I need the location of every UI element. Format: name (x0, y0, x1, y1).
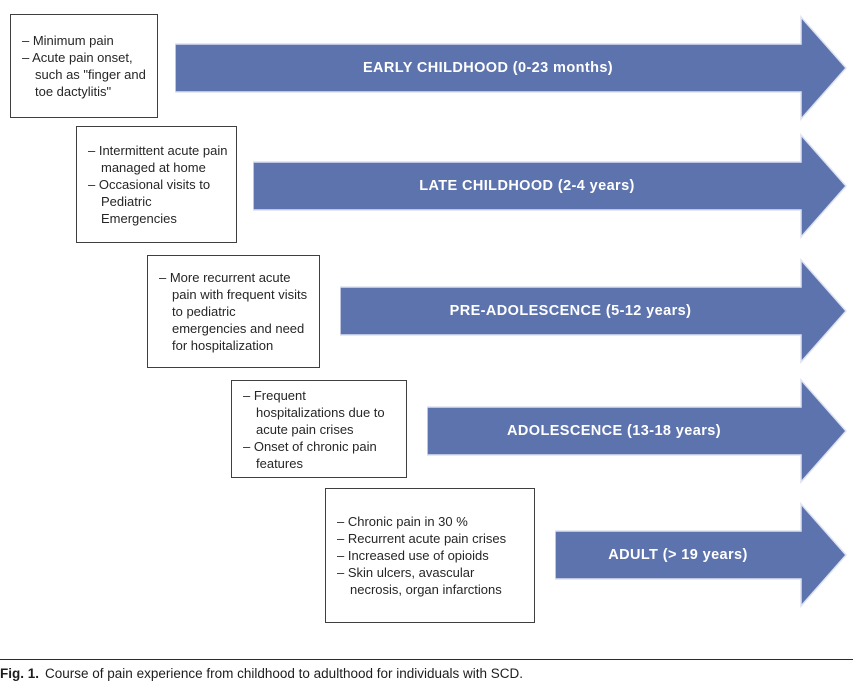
note-item: – Frequent hospitalizations due to acute… (243, 387, 385, 437)
right-arrow-icon (340, 258, 848, 364)
note-item: – Increased use of opioids (337, 548, 489, 563)
note-item: – Intermittent acute pain managed at hom… (88, 143, 228, 175)
figure-number: Fig. 1. (0, 666, 40, 681)
stage-arrow-early-childhood: EARLY CHILDHOOD (0-23 months) (175, 15, 848, 121)
stage-label: ADULT (> 19 years) (608, 547, 748, 563)
figure-caption: Fig. 1. Course of pain experience from ch… (0, 659, 853, 682)
note-box-early-childhood: – Minimum pain – Acute pain onset, such a… (10, 14, 158, 118)
right-arrow-icon (253, 133, 848, 239)
note-item: – Onset of chronic pain features (243, 438, 377, 471)
note-item: – Recurrent acute pain crises (337, 531, 507, 546)
note-item: – Minimum pain (22, 33, 114, 48)
stage-arrow-late-childhood: LATE CHILDHOOD (2-4 years) (253, 133, 848, 239)
stage-label: EARLY CHILDHOOD (0-23 months) (362, 60, 614, 76)
stage-label: LATE CHILDHOOD (2-4 years) (419, 178, 635, 194)
stage-arrow-adult: ADULT (> 19 years) (555, 502, 848, 608)
stage-arrow-pre-adolescence: PRE-ADOLESCENCE (5-12 years) (340, 258, 848, 364)
right-arrow-icon (555, 502, 848, 608)
note-item: – Skin ulcers, avascular necrosis, organ… (337, 565, 502, 597)
note-box-adult: – Chronic pain in 30 % – Recurrent acute … (325, 488, 535, 623)
stage-label: PRE-ADOLESCENCE (5-12 years) (449, 303, 692, 319)
note-item: – Acute pain onset, such as "finger and … (22, 50, 146, 99)
note-box-pre-adolescence: – More recurrent acute pain with frequen… (147, 255, 320, 368)
note-item: – Chronic pain in 30 % (337, 514, 468, 529)
note-box-late-childhood: – Intermittent acute pain managed at hom… (76, 126, 237, 243)
right-arrow-icon (175, 15, 848, 121)
note-item: – More recurrent acute pain with frequen… (159, 270, 308, 353)
stage-arrow-adolescence: ADOLESCENCE (13-18 years) (427, 378, 848, 484)
note-box-adolescence: – Frequent hospitalizations due to acute… (231, 380, 407, 478)
stage-label: ADOLESCENCE (13-18 years) (507, 423, 721, 439)
note-item: – Occasional visits to Pediatric Emergen… (88, 177, 211, 226)
right-arrow-icon (427, 378, 848, 484)
figure-caption-text: Course of pain experience from childhood… (45, 666, 524, 681)
